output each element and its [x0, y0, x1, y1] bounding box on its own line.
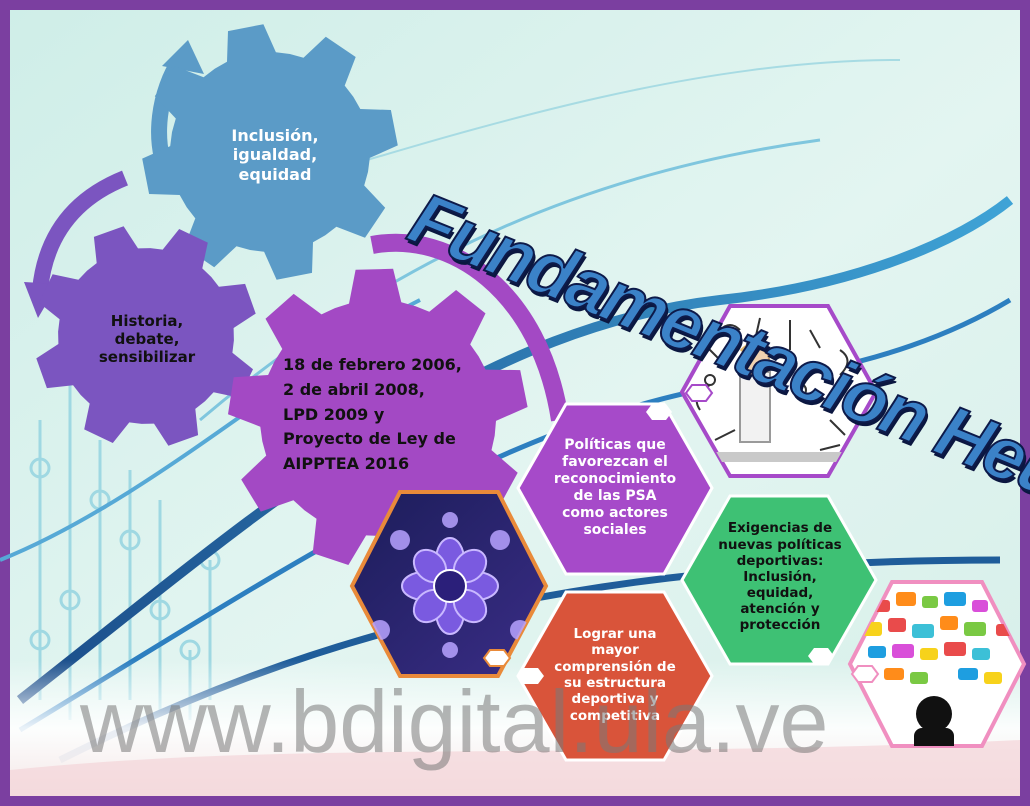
hex-green-line: Inclusión,	[743, 568, 817, 585]
hex-orange-line: comprensión de	[554, 658, 676, 675]
hex-orange-line: su estructura	[563, 675, 667, 691]
hex-orange-text: Lograr una mayor comprensión de su estru…	[535, 610, 695, 740]
gear-left-shape	[36, 226, 256, 446]
hex-purple-line: como actores	[562, 505, 668, 522]
hex-green-text: Exigencias de nuevas políticas deportiva…	[702, 506, 858, 648]
gear-top-line: Inclusión,	[231, 125, 319, 145]
hex-purple-line: Políticas que	[564, 436, 666, 453]
gear-center-text: 18 de febrero 2006, 2 de abril 2008, LPD…	[283, 345, 493, 485]
hex-purple-line: reconocimiento	[553, 470, 677, 487]
hex-purple-text: Políticas que favorezcan el reconocimien…	[535, 420, 695, 556]
hex-green-line: deportivas:	[736, 552, 824, 569]
gear-top-shape	[142, 24, 398, 280]
arrow-head-top	[162, 40, 204, 74]
gear-top-text: Inclusión, igualdad, equidad	[205, 110, 345, 200]
gear-top-line: equidad	[238, 164, 312, 184]
hex-orange-shape	[516, 590, 714, 762]
hex-green-line: protección	[739, 617, 821, 634]
gear-left-line: Historia,	[110, 311, 184, 330]
heuristica-diagram-image	[349, 490, 549, 678]
circular-arrow-left	[32, 170, 129, 291]
hex-green-line: equidad,	[746, 585, 814, 602]
hex-purple-line: sociales	[583, 522, 647, 539]
hex-purple-line: favorezcan el	[562, 453, 668, 470]
hex-purple-line: de las PSA	[573, 488, 657, 504]
hex-green-shape	[680, 494, 878, 666]
gear-top-line: igualdad,	[232, 145, 318, 165]
gear-left-line: debate,	[114, 329, 180, 348]
hex-green-line: atención y	[740, 601, 820, 618]
gear-center-line: AIPPTEA 2016	[283, 454, 410, 474]
watermark-text: www.bdigital.ula.ve	[80, 672, 829, 771]
gear-center-line: 2 de abril 2008,	[283, 379, 425, 399]
gear-left-line: sensibilizar	[98, 348, 196, 367]
hex-purple-shape	[516, 402, 714, 576]
hex-orange-line: mayor	[591, 642, 639, 659]
hex-orange-line: deportiva y	[571, 691, 659, 708]
gear-center-line: LPD 2009 y	[283, 404, 385, 424]
speech-bubbles-image	[847, 580, 1027, 748]
thinking-woman-image	[679, 304, 879, 478]
hex-orange-line: competitiva	[569, 707, 661, 724]
circular-arrow-center	[370, 233, 569, 422]
bottom-band	[10, 740, 1020, 796]
gear-center-line: 18 de febrero 2006,	[283, 355, 462, 374]
hex-orange-line: Lograr una	[573, 625, 657, 642]
hex-green-line: Exigencias de	[727, 520, 833, 537]
gear-left-text: Historia, debate, sensibilizar	[82, 298, 212, 380]
hex-green-line: nuevas políticas	[718, 536, 842, 553]
gear-center-line: Proyecto de Ley de	[283, 429, 456, 449]
